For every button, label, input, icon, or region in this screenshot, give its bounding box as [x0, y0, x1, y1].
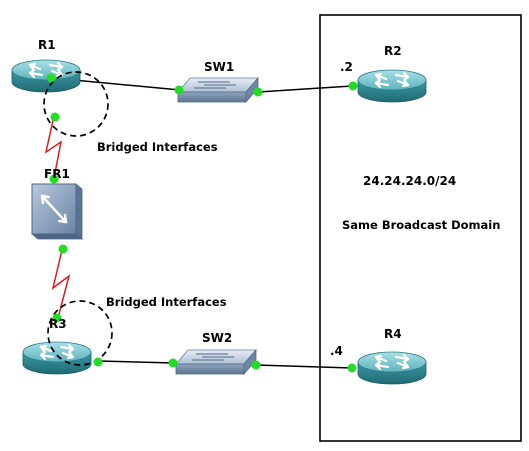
link-sw1-r2 [257, 85, 353, 93]
link-fr1-r3-serial [51, 249, 71, 319]
router-r3[interactable] [21, 340, 93, 376]
label-r2-ip-suffix: .2 [340, 60, 353, 74]
link-sw2-r4 [255, 364, 353, 369]
link-endpoints [46, 73, 358, 373]
bridged-interface-circle-top [43, 71, 109, 137]
label-r3: R3 [49, 317, 67, 331]
broadcast-domain-label: Same Broadcast Domain [342, 218, 500, 232]
label-fr1: FR1 [44, 167, 70, 181]
router-r2[interactable] [356, 68, 428, 104]
router-r1[interactable] [10, 58, 82, 94]
link-r3-sw2 [97, 360, 174, 364]
label-r4: R4 [384, 327, 402, 341]
switch-sw2[interactable] [175, 349, 257, 375]
link-r1-fr1-serial [44, 115, 63, 179]
frame-relay-arrow-icon [40, 194, 68, 224]
bridged-interfaces-label-bottom: Bridged Interfaces [106, 295, 227, 309]
router-r4[interactable] [356, 350, 428, 386]
subnet-label: 24.24.24.0/24 [363, 174, 456, 188]
label-r1: R1 [38, 38, 56, 52]
label-sw1: SW1 [204, 60, 234, 74]
label-r2: R2 [384, 44, 402, 58]
label-sw2: SW2 [202, 331, 232, 345]
bridged-interfaces-label-top: Bridged Interfaces [97, 140, 218, 154]
label-r4-ip-suffix: .4 [330, 344, 343, 358]
frame-relay-switch-fr1[interactable] [30, 183, 84, 240]
broadcast-domain-box [319, 14, 522, 442]
switch-sw1[interactable] [177, 77, 259, 103]
bridged-interface-circle-bottom [47, 300, 113, 366]
